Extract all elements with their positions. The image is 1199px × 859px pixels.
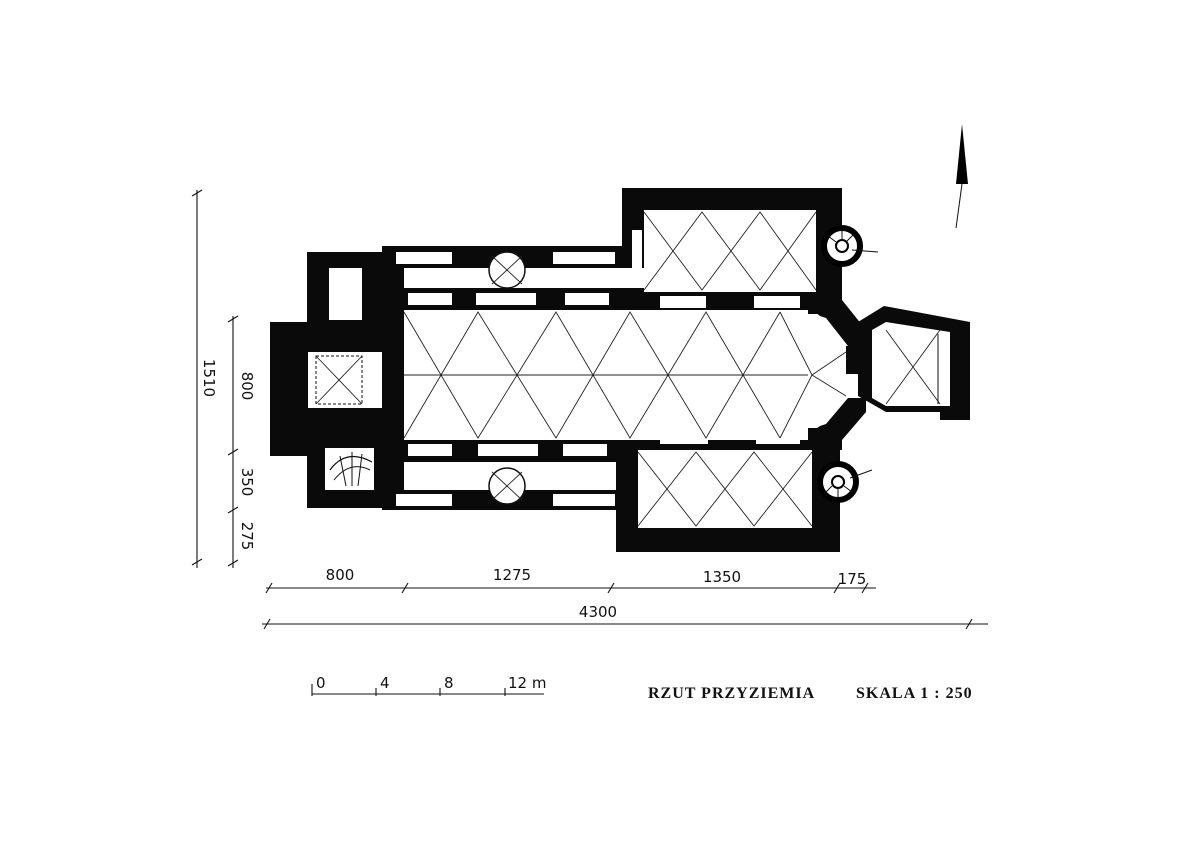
spiral-stair-icons — [329, 225, 879, 503]
apse-wall-south — [800, 398, 866, 440]
chancel-opening-n2 — [754, 296, 800, 308]
window-s1 — [396, 494, 452, 506]
north-chapel-side-opening — [632, 230, 642, 270]
scale-tick-0: 0 — [316, 674, 326, 692]
scale-bar: 0 4 8 12 m — [311, 674, 546, 696]
south-chapel-bottom-wall — [616, 528, 840, 552]
scale-tick-8: 8 — [444, 674, 454, 692]
west-front-wall — [270, 322, 308, 456]
porch-interior — [308, 352, 382, 408]
north-arrow-icon — [955, 124, 968, 229]
scale-tick-4: 4 — [380, 674, 390, 692]
dim-bottom-2: 1275 — [493, 566, 531, 584]
arcade-n2 — [476, 293, 536, 305]
apse-wall-north — [800, 300, 866, 346]
plan-title: RZUT PRZYZIEMIA — [648, 685, 815, 702]
arcade-s1 — [408, 444, 452, 456]
plan-scale: SKALA 1 : 250 — [856, 685, 973, 702]
tower-wall-left — [307, 252, 329, 320]
scale-tick-12: 12 m — [508, 674, 546, 692]
arcade-n1 — [408, 293, 452, 305]
stair-interior — [325, 448, 374, 490]
dim-side-height-2: 350 — [238, 468, 256, 497]
window-openings — [396, 230, 800, 506]
arcade-n3 — [565, 293, 609, 305]
north-chapel-interior — [644, 210, 816, 292]
north-chapel-top-wall — [622, 188, 842, 210]
dim-bottom-3: 1350 — [703, 568, 741, 586]
chancel-opening-s2 — [756, 432, 800, 444]
window-n2 — [553, 252, 615, 264]
aisle-bays — [488, 251, 526, 505]
dim-side-height-3: 275 — [238, 522, 256, 551]
apse-interior — [808, 318, 846, 426]
dimension-lines — [191, 189, 988, 630]
tower-room-interior — [329, 268, 362, 320]
dim-side-height-1: 800 — [238, 372, 256, 401]
window-s2 — [553, 494, 615, 506]
chancel-opening-n1 — [660, 296, 706, 308]
south-chapel-left-wall — [616, 428, 638, 552]
window-n1 — [396, 252, 452, 264]
nave-west-wall — [382, 246, 404, 510]
dim-total-length: 4300 — [579, 603, 617, 621]
arcade-s2 — [478, 444, 538, 456]
chancel-opening-s1 — [660, 432, 708, 444]
north-aisle-interior — [404, 268, 644, 288]
dimension-labels: 1510 800 350 275 800 1275 1350 175 4300 — [200, 359, 866, 621]
dim-bottom-4: 175 — [838, 570, 867, 588]
vault-ribs — [315, 211, 941, 527]
dim-total-height: 1510 — [200, 359, 218, 397]
arcade-s3 — [563, 444, 607, 456]
chancel-north-pier — [710, 292, 750, 314]
dim-bottom-1: 800 — [326, 566, 355, 584]
